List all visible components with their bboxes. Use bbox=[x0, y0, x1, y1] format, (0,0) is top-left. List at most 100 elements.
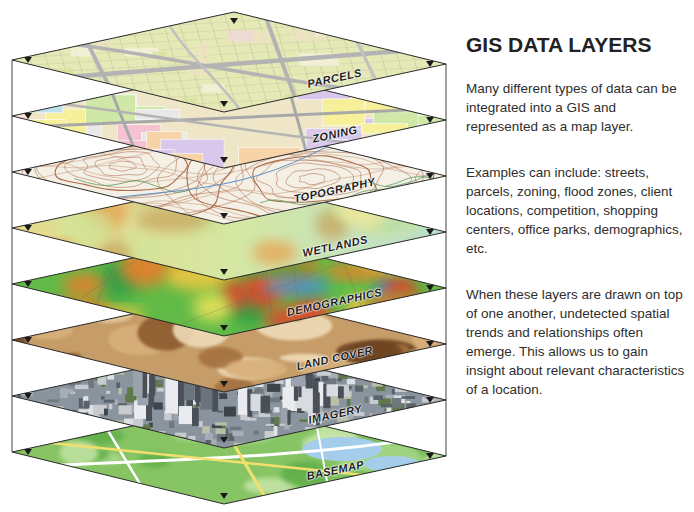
layer-map-texture bbox=[254, 431, 259, 435]
layer-map-texture bbox=[428, 384, 440, 389]
layer-map-texture bbox=[355, 242, 430, 271]
layer-map-texture bbox=[167, 219, 222, 258]
layer-map-texture bbox=[115, 399, 118, 405]
layer-map-texture bbox=[284, 424, 289, 429]
layer-map-texture bbox=[98, 428, 108, 430]
layer-map-texture bbox=[196, 42, 209, 56]
layer-map-texture bbox=[436, 377, 440, 379]
layer-map-texture bbox=[37, 369, 42, 373]
corner-marker bbox=[220, 213, 228, 219]
layer-map-texture bbox=[51, 417, 65, 421]
layer-map-texture bbox=[190, 181, 224, 217]
layer-map-texture bbox=[37, 135, 205, 199]
layer-map-texture bbox=[198, 66, 263, 77]
layer-map-texture bbox=[6, 195, 64, 220]
layer-map-texture bbox=[21, 314, 56, 333]
layer-map-texture bbox=[0, 114, 255, 216]
layer-map-texture bbox=[368, 368, 378, 371]
layer-map-texture bbox=[315, 364, 324, 367]
layer-map-texture bbox=[211, 365, 220, 375]
corner-marker bbox=[230, 298, 238, 304]
layer-map-texture bbox=[45, 20, 60, 31]
layer-map-texture bbox=[407, 83, 449, 97]
layer-map-texture bbox=[258, 290, 324, 314]
layer-map-texture bbox=[215, 375, 223, 385]
layer-map-texture bbox=[197, 358, 210, 363]
layer-map-texture bbox=[480, 12, 510, 112]
layer-map-texture bbox=[414, 430, 424, 436]
corner-marker bbox=[220, 381, 228, 387]
layer-map-texture bbox=[176, 357, 182, 363]
layer-map-texture bbox=[361, 124, 407, 134]
layer-map-texture bbox=[446, 376, 455, 380]
layer-map-texture bbox=[44, 436, 48, 442]
layer-map-texture bbox=[12, 98, 452, 153]
layer-map-texture bbox=[33, 182, 70, 199]
layer-map-texture bbox=[195, 373, 208, 382]
layer-map-texture bbox=[422, 397, 434, 402]
layer-map-texture bbox=[104, 400, 115, 403]
layer-map-texture bbox=[338, 386, 344, 398]
layer-map-texture bbox=[130, 362, 136, 366]
layer-map-texture bbox=[53, 425, 66, 433]
layer-map-texture bbox=[0, 12, 30, 112]
layer-map-texture bbox=[77, 372, 84, 380]
layer-map-texture bbox=[74, 368, 86, 376]
corner-marker bbox=[230, 18, 238, 24]
layer-map-texture bbox=[192, 408, 199, 426]
corner-guide-line bbox=[12, 172, 13, 228]
corner-marker bbox=[426, 453, 434, 459]
layer-map-texture bbox=[357, 294, 380, 318]
layer-map-texture bbox=[81, 431, 93, 435]
layer-map-texture bbox=[392, 389, 395, 394]
corner-marker bbox=[220, 437, 228, 443]
corner-marker bbox=[24, 225, 32, 231]
layer-map-texture bbox=[190, 369, 194, 385]
corner-marker bbox=[24, 113, 32, 119]
layer-map-texture bbox=[95, 157, 147, 176]
layer-map-texture bbox=[322, 375, 329, 381]
layer-map-texture bbox=[412, 20, 444, 36]
layer-map-texture bbox=[381, 404, 392, 407]
layer-map-texture bbox=[7, 343, 451, 453]
layer-map-texture bbox=[135, 207, 210, 231]
layer-map-texture bbox=[256, 311, 332, 340]
layer-map-texture bbox=[195, 371, 199, 378]
layer-map-texture bbox=[434, 445, 446, 451]
layer-map-texture bbox=[412, 372, 423, 380]
layer-map-texture bbox=[23, 375, 30, 382]
layer-outline bbox=[12, 12, 446, 112]
diagram-title: GIS DATA LAYERS bbox=[466, 33, 688, 57]
layer-map-texture bbox=[437, 378, 445, 386]
layer-map-texture bbox=[117, 167, 179, 200]
layer-map-texture bbox=[391, 381, 400, 383]
corner-marker bbox=[426, 229, 434, 235]
layer-map-texture bbox=[206, 440, 212, 444]
layer-map-texture bbox=[424, 409, 429, 416]
layer-map-texture bbox=[2, 108, 452, 128]
layer-map-texture bbox=[421, 445, 463, 472]
layer-map-texture bbox=[4, 116, 25, 125]
layer-map-texture bbox=[423, 459, 465, 481]
layer-map-texture bbox=[404, 413, 409, 422]
corner-guide-line bbox=[12, 396, 13, 452]
layer-map-texture bbox=[115, 13, 149, 26]
layer-map-texture bbox=[236, 152, 384, 212]
layer-map-texture bbox=[340, 192, 387, 227]
layer-map-texture bbox=[318, 356, 325, 365]
layer-map-texture bbox=[109, 404, 112, 409]
layer-map-texture bbox=[389, 130, 451, 150]
layer-map-texture bbox=[419, 383, 448, 394]
layer-map-texture bbox=[374, 350, 383, 355]
layer-map-texture bbox=[399, 70, 453, 86]
layer-map-texture bbox=[7, 7, 451, 117]
layer-map-texture bbox=[347, 379, 355, 384]
corner-marker bbox=[230, 130, 238, 136]
description-paragraph: Examples can include: streets, parcels, … bbox=[466, 163, 688, 258]
layer-map-texture bbox=[251, 498, 276, 510]
layer-map-texture bbox=[0, 483, 57, 504]
corner-marker bbox=[426, 117, 434, 123]
layer-map-texture bbox=[216, 349, 227, 357]
layer-map-texture bbox=[50, 376, 60, 382]
